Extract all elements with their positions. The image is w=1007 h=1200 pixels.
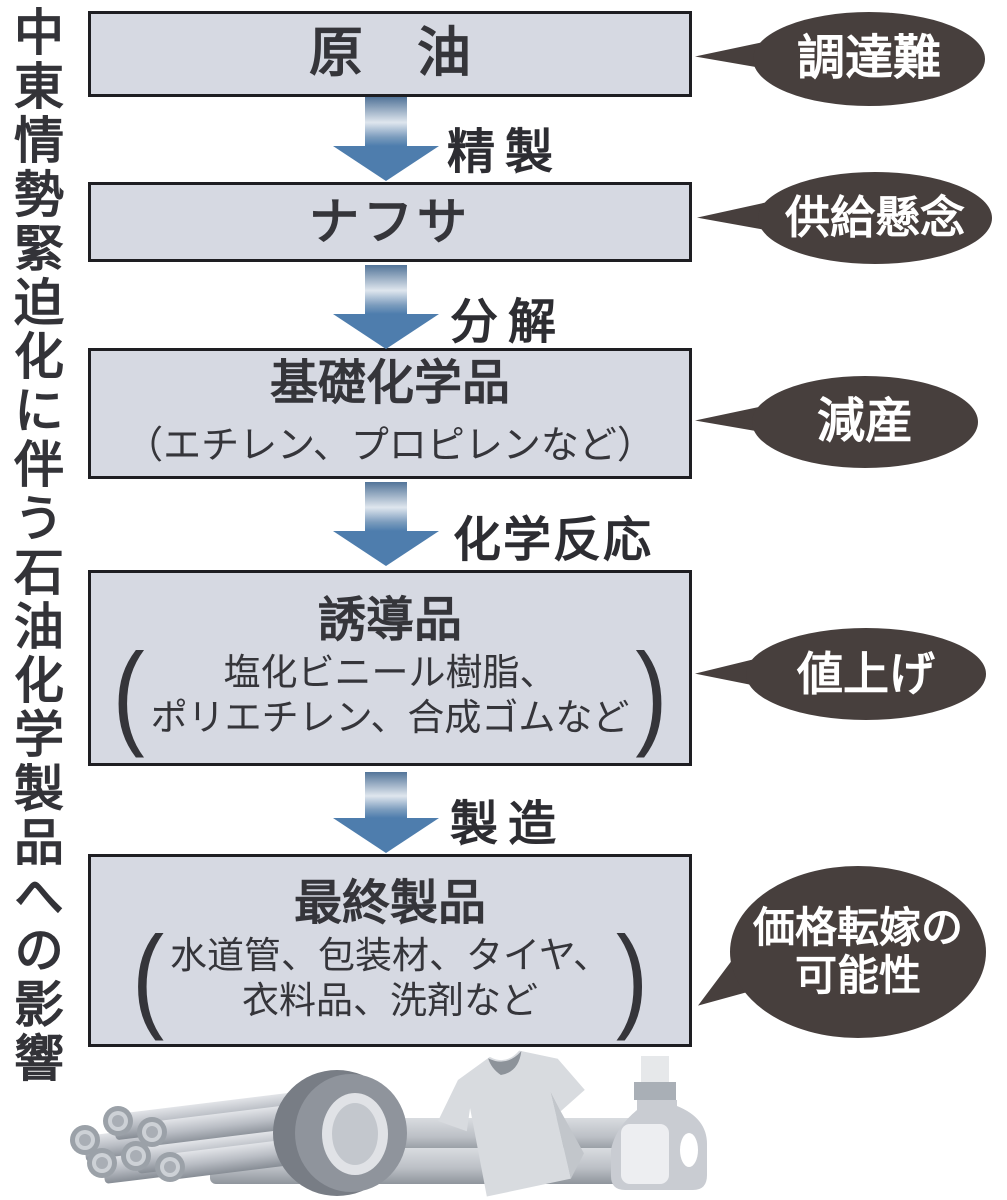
down-arrow-icon: [333, 818, 439, 853]
flow-box-final-products: 最終製品 ( 水道管、包装材、タイヤ、 衣料品、洗剤など ): [88, 854, 692, 1047]
flow-box-basic-chemicals: 基礎化学品 （エチレン、プロピレンなど）: [88, 348, 692, 479]
callout-text: 可能性: [794, 952, 921, 999]
products-illustration: [70, 1050, 707, 1197]
box-label: 基礎化学品: [269, 356, 510, 410]
callout-production-cut: 減産: [752, 376, 978, 468]
callout-text: 値上げ: [797, 647, 935, 700]
arrow-label-cracking: 分解: [450, 296, 567, 349]
callout-text: 調達難: [796, 32, 941, 86]
tire-icon: [273, 1070, 407, 1196]
tshirt-icon: [438, 1050, 585, 1197]
down-arrow-icon: [365, 482, 407, 531]
paren-open: (: [112, 630, 145, 759]
arrow-label-chemical-reaction: 化学反応: [453, 514, 654, 567]
box-label: 原 油: [309, 23, 471, 84]
paren-close: ): [635, 630, 668, 759]
callout-procurement-difficulty: 調達難: [753, 12, 985, 106]
box-label: 誘導品: [317, 594, 462, 648]
box-subtext-group: ( 塩化ビニール樹脂、 ポリエチレン、合成ゴムなど ): [113, 637, 668, 753]
callout-text: 価格転嫁の: [752, 903, 963, 951]
down-arrow-icon: [365, 97, 407, 146]
box-subtext-group: ( 水道管、包装材、タイヤ、 衣料品、洗剤など ): [132, 919, 648, 1035]
paren-close: ): [615, 912, 648, 1042]
box-subtext-line: 衣料品、洗剤など: [242, 979, 538, 1021]
callout-supply-concern: 供給懸念: [758, 172, 992, 264]
paren-open: (: [132, 912, 165, 1042]
down-arrow-icon: [333, 531, 439, 566]
box-subtext-line: ポリエチレン、合成ゴムなど: [150, 697, 630, 739]
callout-text: 減産: [816, 395, 913, 449]
down-arrow-icon: [333, 146, 439, 181]
box-subtext-line: 塩化ビニール樹脂、: [223, 652, 557, 694]
page-title: 中東情勢緊迫化に伴う石油化学製品への影響: [7, 6, 63, 1086]
box-subtext: 塩化ビニール樹脂、 ポリエチレン、合成ゴムなど: [151, 650, 630, 740]
box-subtext-line: 水道管、包装材、タイヤ、: [170, 934, 610, 976]
down-arrow-icon: [365, 265, 407, 314]
detergent-bottle-icon: [611, 1056, 707, 1190]
callout-text: 供給懸念: [784, 192, 965, 244]
flow-box-naphtha: ナフサ: [88, 182, 692, 262]
flow-box-crude-oil: 原 油: [88, 11, 692, 97]
callout-price-passthrough: 価格転嫁の 可能性: [730, 866, 986, 1038]
down-arrow-icon: [333, 314, 439, 349]
arrow-label-manufacturing: 製造: [450, 798, 567, 851]
box-subtext: （エチレン、プロピレンなど）: [125, 425, 655, 468]
down-arrow-icon: [365, 772, 407, 818]
box-label: 最終製品: [293, 876, 486, 930]
box-subtext: 水道管、包装材、タイヤ、 衣料品、洗剤など: [170, 933, 610, 1023]
flow-box-derivatives: 誘導品 ( 塩化ビニール樹脂、 ポリエチレン、合成ゴムなど ): [88, 570, 692, 766]
arrow-label-refining: 精製: [447, 126, 564, 179]
box-label: ナフサ: [309, 193, 471, 250]
callout-price-hike: 値上げ: [746, 628, 986, 720]
